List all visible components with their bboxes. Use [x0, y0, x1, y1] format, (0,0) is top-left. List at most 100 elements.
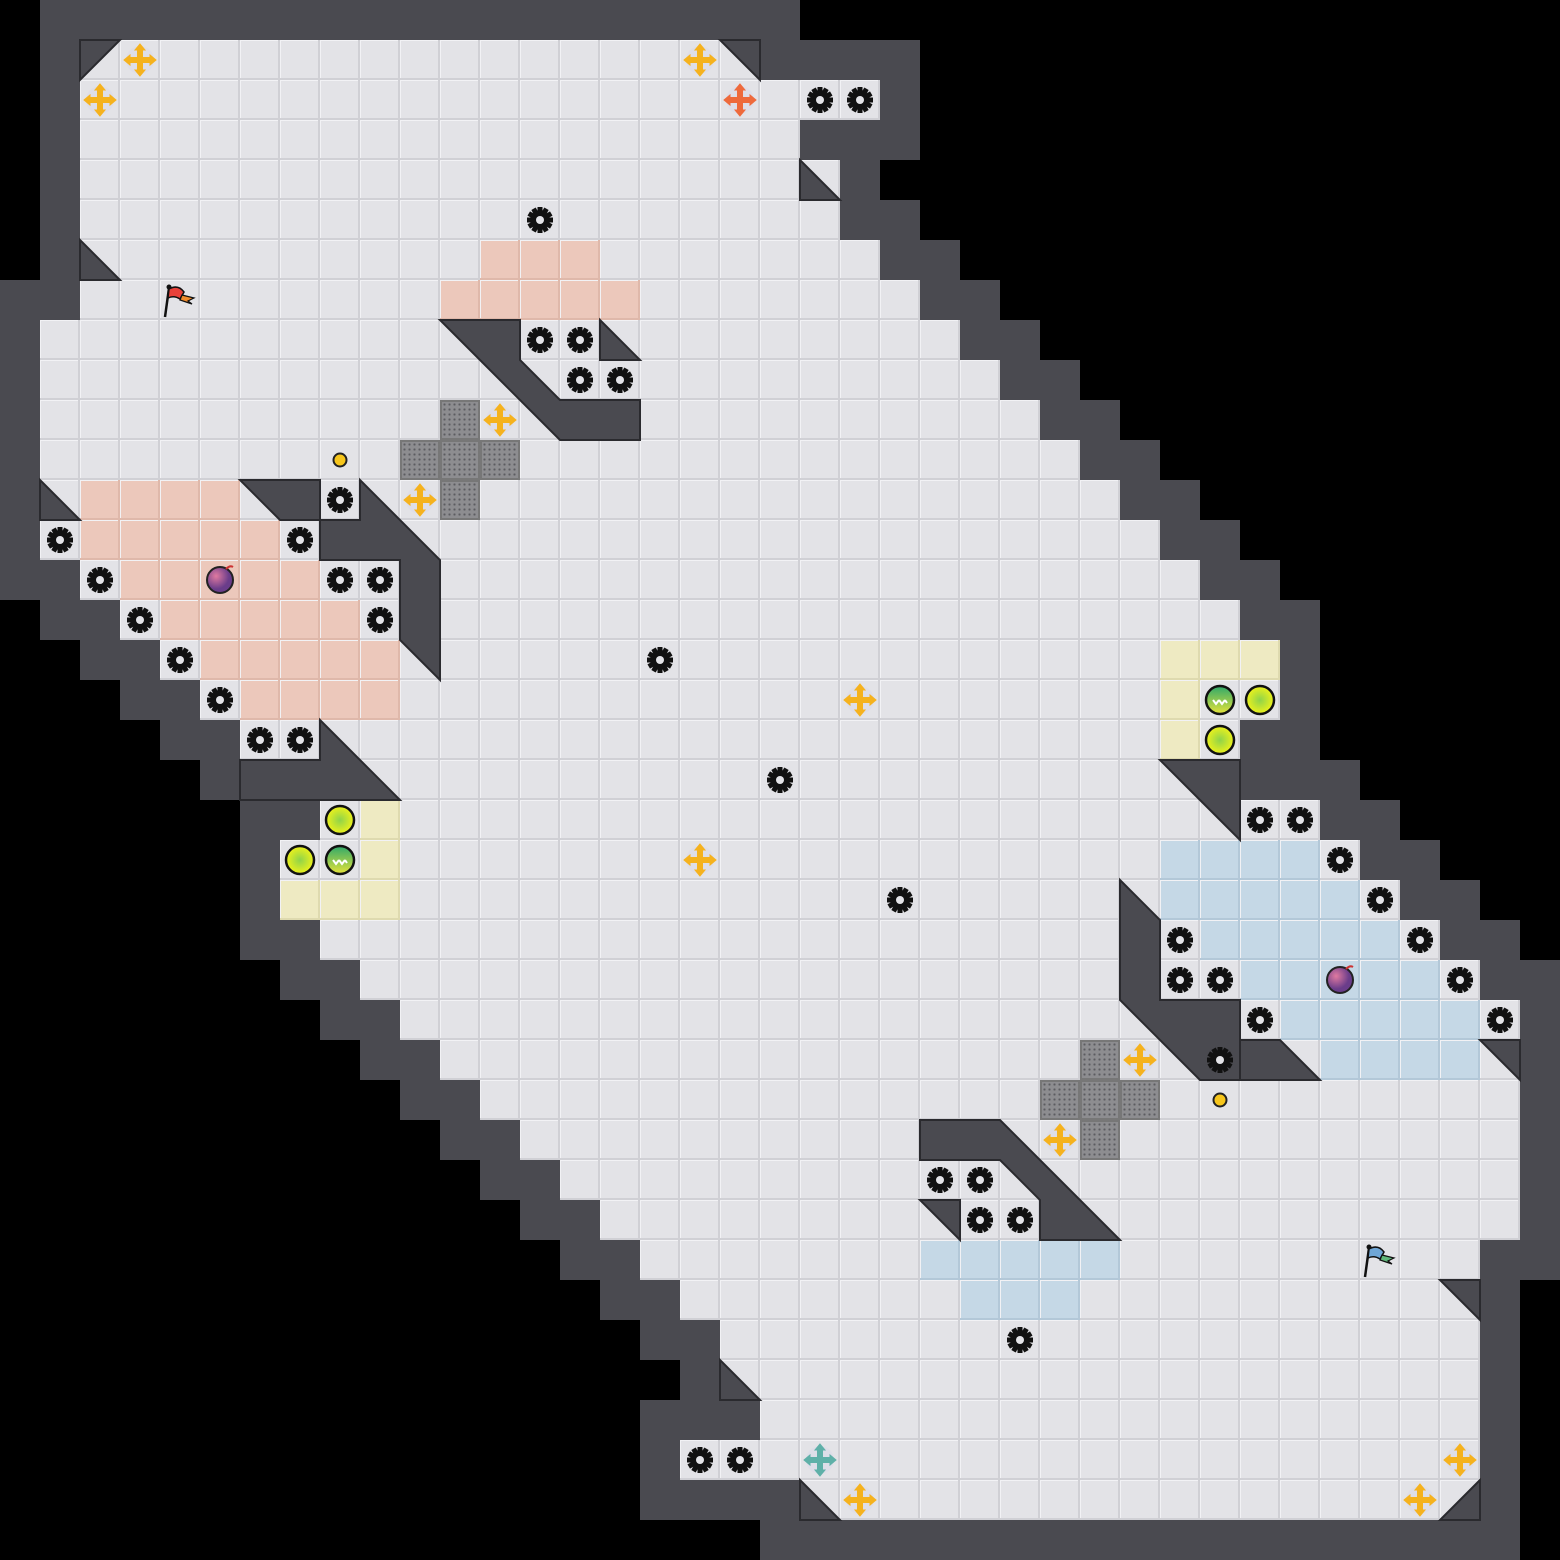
- floor-tile: [1160, 1240, 1200, 1280]
- blue-tile: [1160, 880, 1200, 920]
- floor-tile: [920, 1200, 960, 1240]
- floor-tile: [360, 160, 400, 200]
- blue-tile: [1360, 1040, 1400, 1080]
- floor-tile: [680, 1200, 720, 1240]
- floor-tile: [240, 120, 280, 160]
- floor-tile: [1120, 1480, 1160, 1520]
- floor-tile: [1000, 1440, 1040, 1480]
- blue-tile: [1400, 960, 1440, 1000]
- wall-tile: [200, 0, 240, 40]
- floor-tile: [1440, 1480, 1480, 1520]
- floor-tile: [1000, 600, 1040, 640]
- floor-tile: [840, 640, 880, 680]
- floor-tile: [1080, 1160, 1120, 1200]
- wall-tile: [1440, 920, 1480, 960]
- floor-tile: [840, 480, 880, 520]
- floor-tile: [920, 800, 960, 840]
- floor-tile: [80, 280, 120, 320]
- spike-gear-icon: [360, 560, 400, 600]
- floor-tile: [480, 800, 520, 840]
- wall-tile: [720, 1400, 760, 1440]
- spike-gear-icon: [320, 480, 360, 520]
- floor-tile: [480, 560, 520, 600]
- floor-tile: [1320, 1480, 1360, 1520]
- floor-tile: [520, 600, 560, 640]
- floor-tile: [840, 840, 880, 880]
- floor-tile: [240, 200, 280, 240]
- floor-tile: [560, 800, 600, 840]
- floor-tile: [800, 200, 840, 240]
- floor-tile: [1040, 1440, 1080, 1480]
- floor-tile: [960, 600, 1000, 640]
- floor-tile: [960, 1440, 1000, 1480]
- floor-tile: [640, 440, 680, 480]
- floor-tile: [1040, 1000, 1080, 1040]
- floor-tile: [1440, 1400, 1480, 1440]
- floor-tile: [840, 960, 880, 1000]
- floor-tile: [440, 960, 480, 1000]
- grate-tile: [1120, 1080, 1160, 1120]
- wall-tile: [240, 0, 280, 40]
- floor-tile: [120, 440, 160, 480]
- floor-tile: [760, 1320, 800, 1360]
- blue-tile: [1000, 1280, 1040, 1320]
- floor-tile: [80, 560, 120, 600]
- floor-tile: [1320, 1400, 1360, 1440]
- striped-ball-icon: [1200, 680, 1240, 720]
- floor-tile: [440, 120, 480, 160]
- floor-tile: [920, 920, 960, 960]
- floor-tile: [1440, 1160, 1480, 1200]
- grate-tile: [480, 440, 520, 480]
- floor-tile: [320, 240, 360, 280]
- wall-tile: [280, 920, 320, 960]
- floor-tile: [640, 120, 680, 160]
- wall-tile: [760, 1520, 800, 1560]
- blue-tile: [960, 1280, 1000, 1320]
- floor-tile: [1400, 1320, 1440, 1360]
- floor-tile: [720, 1040, 760, 1080]
- pink-tile: [480, 280, 520, 320]
- floor-tile: [800, 560, 840, 600]
- floor-tile: [720, 600, 760, 640]
- wall-tile: [80, 0, 120, 40]
- floor-tile: [160, 400, 200, 440]
- blue-tile: [1240, 960, 1280, 1000]
- pink-tile: [240, 560, 280, 600]
- floor-tile: [1320, 1440, 1360, 1480]
- floor-tile: [1120, 1200, 1160, 1240]
- wall-tile: [800, 120, 840, 160]
- floor-tile: [400, 40, 440, 80]
- yellow-tile: [1160, 680, 1200, 720]
- wall-tile: [40, 560, 80, 600]
- wall-tile: [1480, 1240, 1520, 1280]
- floor-tile: [1320, 1120, 1360, 1160]
- bonus-cross-icon: [1040, 1120, 1080, 1160]
- floor-tile: [920, 1360, 960, 1400]
- floor-tile: [720, 960, 760, 1000]
- wall-tile: [120, 680, 160, 720]
- floor-tile: [800, 1160, 840, 1200]
- floor-tile: [1240, 1320, 1280, 1360]
- blue-flag-icon: [1360, 1240, 1400, 1280]
- floor-tile: [440, 720, 480, 760]
- floor-tile: [1360, 1320, 1400, 1360]
- floor-tile: [760, 480, 800, 520]
- wall-tile: [680, 1320, 720, 1360]
- floor-tile: [1160, 600, 1200, 640]
- wall-tile: [400, 1080, 440, 1120]
- floor-tile: [120, 400, 160, 440]
- wall-tile: [1360, 800, 1400, 840]
- wall-tile: [1240, 1520, 1280, 1560]
- floor-tile: [80, 240, 120, 280]
- floor-tile: [720, 1000, 760, 1040]
- floor-tile: [920, 680, 960, 720]
- floor-tile: [1200, 1480, 1240, 1520]
- floor-tile: [1000, 1040, 1040, 1080]
- floor-tile: [560, 920, 600, 960]
- wall-tile: [1000, 1520, 1040, 1560]
- wall-tile: [840, 200, 880, 240]
- floor-tile: [640, 600, 680, 640]
- floor-tile: [840, 320, 880, 360]
- bonus-cross-icon: [680, 40, 720, 80]
- floor-tile: [1000, 920, 1040, 960]
